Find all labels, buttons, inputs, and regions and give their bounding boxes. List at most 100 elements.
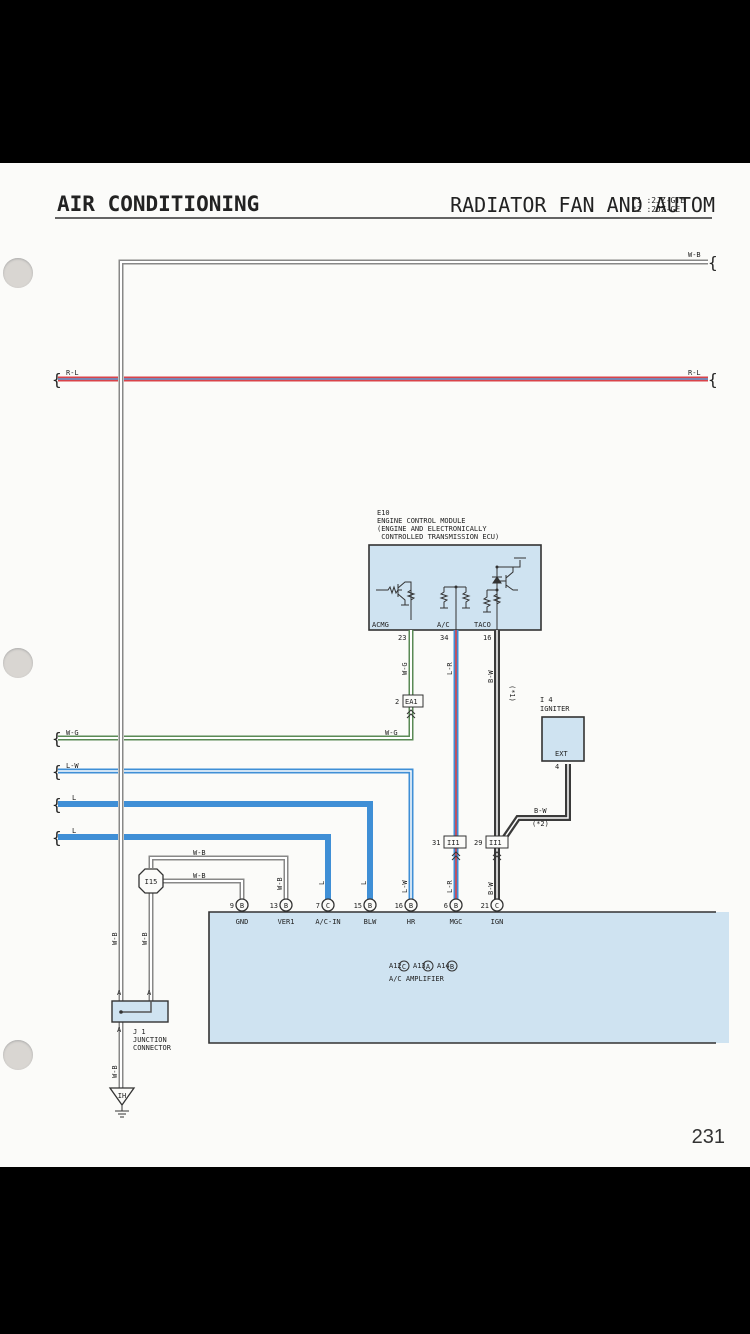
wire-label: B-W xyxy=(534,807,547,815)
junction-name: JUNCTION xyxy=(133,1036,167,1044)
wire-label: L-W xyxy=(401,880,409,893)
wire-label: L-R xyxy=(446,880,454,893)
connector-ea1 xyxy=(402,694,424,708)
binder-hole xyxy=(3,1040,33,1070)
wire-break-icon: { xyxy=(52,370,62,389)
pin-label: HR xyxy=(407,918,416,926)
wire-label: W-G xyxy=(385,729,398,737)
wire-l-blw xyxy=(58,801,373,900)
wire-label: W-B xyxy=(193,849,206,857)
connector-ii1-b xyxy=(485,835,509,849)
page-number: 231 xyxy=(692,1126,725,1148)
connector-letter: B xyxy=(450,963,454,971)
pin-number: 21 xyxy=(481,902,489,910)
ecm-pin-num: 34 xyxy=(440,634,448,642)
connector-pin: 2 xyxy=(395,698,399,706)
note-2: *2 :2JZ-GE xyxy=(632,205,680,214)
pin-connector-circle xyxy=(279,898,293,912)
junction-terminal: A xyxy=(147,989,152,997)
igniter-name: IGNITER xyxy=(540,705,570,713)
amplifier-pin-a-c-in: C7A/C-IN xyxy=(315,898,341,926)
wire-label: W-G xyxy=(401,662,409,675)
junction-name: CONNECTOR xyxy=(133,1044,172,1052)
pin-connector-letter: B xyxy=(368,902,372,910)
wire-label: L xyxy=(360,881,368,885)
binder-hole xyxy=(3,648,33,678)
pin-number: 7 xyxy=(316,902,320,910)
pin-label: A/C-IN xyxy=(315,918,340,926)
wire-label-rl-right: R-L xyxy=(688,369,701,377)
connector-pin: 31 xyxy=(432,839,440,847)
pin-number: 9 xyxy=(230,902,234,910)
ground-label: IH xyxy=(118,1092,126,1100)
wire-label: W-B xyxy=(276,877,284,890)
pin-label: IGN xyxy=(491,918,504,926)
ecm-desc-2: CONTROLLED TRANSMISSION ECU) xyxy=(377,533,499,541)
igniter-terminal: EXT xyxy=(555,750,568,758)
junction-terminal: A xyxy=(117,989,122,997)
pin-label: GND xyxy=(236,918,249,926)
connector-letter: C xyxy=(402,963,406,971)
wire-label: B-W xyxy=(487,670,495,683)
pin-connector-circle xyxy=(404,898,418,912)
connector-name: I15 xyxy=(145,878,158,886)
note-1: *1 :2JZ-GTE xyxy=(632,196,685,205)
wire-label: L-W xyxy=(66,762,79,770)
ecm-id: E10 xyxy=(377,509,390,517)
pin-connector-letter: B xyxy=(409,902,413,910)
wire-label-wb: W-B xyxy=(688,251,701,259)
ecm-pin-label: A/C xyxy=(437,621,450,629)
pin-number: 6 xyxy=(444,902,448,910)
connector-name: EA1 xyxy=(405,698,418,706)
wire-label: L xyxy=(318,881,326,885)
wire-break-icon: { xyxy=(52,828,62,847)
wire-note: (*2) xyxy=(532,820,549,828)
wire-wg xyxy=(58,630,414,741)
wire-label: W-B xyxy=(141,932,149,945)
amplifier-connectors: A12 C A13 A A14 B xyxy=(389,960,458,972)
wire-bw xyxy=(494,630,571,900)
connector-id: A12 xyxy=(389,962,402,970)
pin-connector-circle xyxy=(363,898,377,912)
pin-label: MGC xyxy=(450,918,463,926)
pin-connector-letter: B xyxy=(240,902,244,910)
page-title: AIR CONDITIONING xyxy=(57,192,259,216)
wire-break-icon: { xyxy=(708,370,718,389)
wire-label: W-B xyxy=(193,872,206,880)
connector-id: A14 xyxy=(437,962,450,970)
wire-label: W-B xyxy=(111,1065,119,1078)
ground-icon xyxy=(115,1105,129,1118)
ecm-circuit xyxy=(376,557,526,630)
wire-label: L xyxy=(72,827,76,835)
wire-break-icon: { xyxy=(52,729,62,748)
pin-label: VER1 xyxy=(278,918,295,926)
wire-note: (*1) xyxy=(508,685,516,702)
ecm-pin-num: 23 xyxy=(398,634,406,642)
ecm-pin-num: 16 xyxy=(483,634,491,642)
ecm-name: ENGINE CONTROL MODULE xyxy=(377,517,466,525)
pin-connector-circle xyxy=(490,898,504,912)
amplifier-box xyxy=(209,912,729,1043)
pin-connector-circle xyxy=(321,898,335,912)
pin-number: 13 xyxy=(270,902,278,910)
wiring-diagram: RADIATOR FAN AND AUTOM AIR CONDITIONING … xyxy=(52,192,729,1148)
wire-label: W-G xyxy=(66,729,79,737)
pin-connector-circle xyxy=(235,898,249,912)
wire-wb-i15 xyxy=(148,855,289,1002)
wire-label: L xyxy=(72,794,76,802)
wire-label: L-R xyxy=(446,662,454,675)
amplifier-name: A/C AMPLIFIER xyxy=(389,975,445,983)
connector-name: II1 xyxy=(489,839,502,847)
ecm-desc-1: (ENGINE AND ELECTRONICALLY xyxy=(377,525,487,533)
pin-number: 16 xyxy=(395,902,403,910)
wire-lw xyxy=(58,768,414,900)
ecm-pin-label: TACO xyxy=(474,621,491,629)
connector-pin: 29 xyxy=(474,839,482,847)
pin-connector-circle xyxy=(449,898,463,912)
